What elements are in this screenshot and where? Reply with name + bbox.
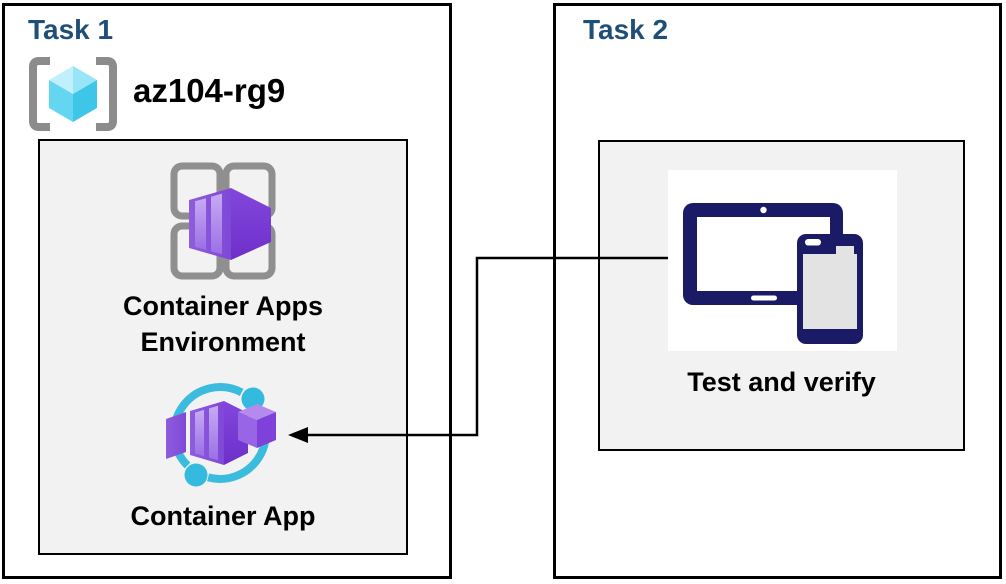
resource-group-name: az104-rg9 [133,72,286,109]
test-and-verify-label: Test and verify [687,367,876,397]
task2-title: Task 2 [583,14,669,45]
container-app-label: Container App [130,501,316,531]
task2-panel: Task 2 Test and verify [553,3,1002,579]
devices-icon-plate [668,170,897,351]
environment-label: Container Apps Environment [122,291,323,357]
task1-panel: Task 1 az104-rg9 [2,3,452,579]
task1-resources-panel: Container Apps Environment [38,139,408,555]
container-app-icon [166,383,276,487]
resource-group-icon [29,57,117,131]
task2-test-panel: Test and verify [598,140,965,451]
container-apps-environment-icon [170,162,276,280]
devices-icon [683,203,863,344]
task1-title: Task 1 [28,14,114,45]
